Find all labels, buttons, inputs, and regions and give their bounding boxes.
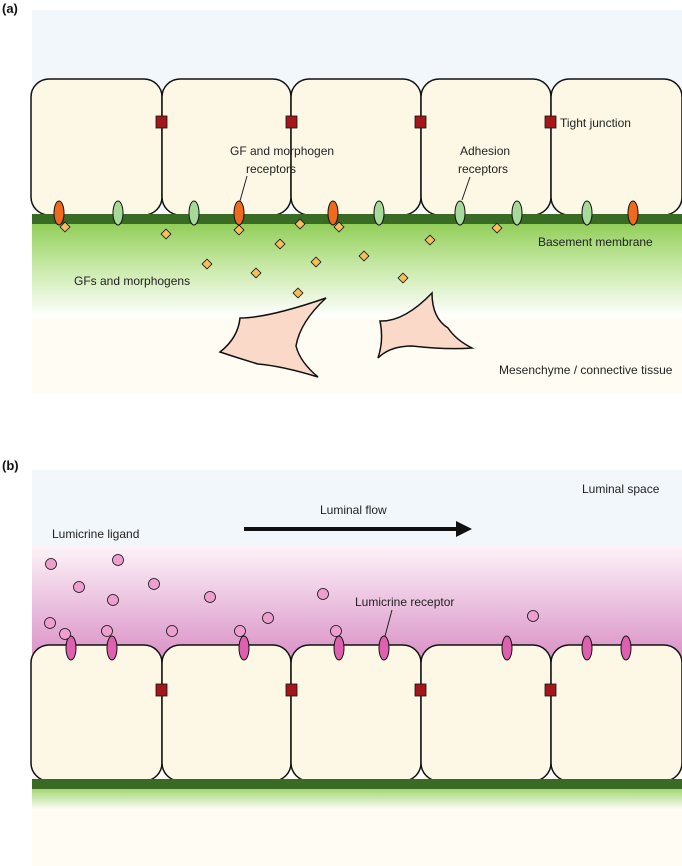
tight-junction xyxy=(544,683,557,697)
adhesion-receptor xyxy=(454,200,466,226)
epithelial-cell xyxy=(30,78,163,216)
lumicrine-ligand xyxy=(148,578,160,590)
mesenchyme-label: Mesenchyme / connective tissue xyxy=(499,363,673,377)
panel-a-gf-diamonds xyxy=(59,218,503,299)
gf-diamond xyxy=(424,234,436,246)
mesenchymal-cell xyxy=(218,297,327,378)
gf-diamond xyxy=(491,222,503,234)
gf-diamond xyxy=(358,250,370,262)
tight-junction xyxy=(285,115,298,129)
lumicrine-ligand xyxy=(44,617,56,629)
lumicrine-ligand xyxy=(262,612,274,624)
adhesion-label-line2: receptors xyxy=(458,162,508,176)
lumicrine-receptor xyxy=(581,635,593,661)
lumicrine-ligand xyxy=(101,625,113,637)
lumicrine-ligand xyxy=(166,625,178,637)
gf-diamond xyxy=(201,258,213,270)
lumicrine-ligand xyxy=(204,591,216,603)
panel-b-basement-membrane xyxy=(32,779,682,789)
lumicrine-receptor xyxy=(620,635,632,661)
lumicrine-ligand xyxy=(107,594,119,606)
gf-diamond xyxy=(160,228,172,240)
gf-receptor xyxy=(233,200,245,226)
lumicrine-receptor xyxy=(378,635,390,661)
adhesion-receptor xyxy=(373,200,385,226)
lumicrine-ligand xyxy=(317,588,329,600)
adhesion-receptor xyxy=(188,200,200,226)
epithelial-cell xyxy=(550,78,682,216)
lumicrine-ligand xyxy=(73,581,85,593)
adhesion-receptor xyxy=(511,200,523,226)
tight-junction xyxy=(285,683,298,697)
gf-receptors-label-line1: GF and morphogen xyxy=(230,144,334,158)
gf-receptor xyxy=(327,200,339,226)
tight-junction-label: Tight junction xyxy=(560,116,631,130)
panel-b-tight-junctions xyxy=(155,683,557,697)
lumicrine-receptor xyxy=(501,635,513,661)
lumicrine-ligand xyxy=(330,625,342,637)
epithelial-cell xyxy=(290,644,422,782)
lumicrine-receptor xyxy=(333,635,345,661)
adhesion-receptor xyxy=(581,200,593,226)
adhesion-receptor xyxy=(112,200,124,226)
lumicrine-receptor-leader-line xyxy=(384,609,393,637)
tight-junction xyxy=(155,683,168,697)
gf-diamond xyxy=(250,267,262,279)
panel-b-lumicrine-receptors xyxy=(65,635,632,661)
epithelial-cell xyxy=(550,644,682,782)
gf-diamond xyxy=(233,224,245,236)
gf-diamond xyxy=(292,287,304,299)
gf-receptor-leader-line xyxy=(239,175,248,202)
panel-b-epithelial-cells xyxy=(30,644,682,782)
panel-a-gradient-zone xyxy=(32,222,682,317)
panel-a-letter: (a) xyxy=(2,1,18,16)
panel-a-receptors xyxy=(53,200,639,226)
lumicrine-receptor xyxy=(238,635,250,661)
gf-diamond xyxy=(274,238,286,250)
lumicrine-ligand xyxy=(59,628,71,640)
panel-a-tight-junctions xyxy=(155,115,557,129)
mesenchymal-cell xyxy=(377,291,475,359)
gf-receptors-label-line2: receptors xyxy=(246,162,296,176)
panel-a-basement-membrane xyxy=(32,214,682,224)
panel-b-letter: (b) xyxy=(2,458,19,473)
gf-diamond xyxy=(310,256,322,268)
gf-diamond xyxy=(333,221,345,233)
gf-diamond xyxy=(397,272,409,284)
lumicrine-receptor-label: Lumicrine receptor xyxy=(355,595,454,609)
tight-junction xyxy=(155,115,168,129)
tight-junction xyxy=(544,115,557,129)
tight-junction xyxy=(414,115,427,129)
lumicrine-ligand xyxy=(234,625,246,637)
gf-receptor xyxy=(627,200,639,226)
epithelial-cell xyxy=(420,644,552,782)
lumicrine-receptor xyxy=(65,635,77,661)
gf-diamond xyxy=(294,218,306,230)
luminal-flow-label: Luminal flow xyxy=(320,503,387,517)
panel-b-basal-gradient xyxy=(32,788,682,810)
panel-a-epithelial-cells xyxy=(30,78,682,216)
epithelial-cell xyxy=(161,644,292,782)
luminal-space-label: Luminal space xyxy=(582,482,660,496)
gfs-morphogens-label: GFs and morphogens xyxy=(74,274,190,288)
epithelial-cell xyxy=(30,644,163,782)
gf-diamond xyxy=(59,221,71,233)
gf-receptor xyxy=(53,200,65,226)
luminal-flow-arrowhead xyxy=(456,521,472,537)
lumicrine-ligand xyxy=(45,558,57,570)
adhesion-label-line1: Adhesion xyxy=(460,144,510,158)
lumicrine-ligand-label: Lumicrine ligand xyxy=(52,527,139,541)
lumicrine-ligand xyxy=(527,610,539,622)
panel-b-lumicrine-ligands xyxy=(44,554,539,640)
tight-junction xyxy=(414,683,427,697)
lumicrine-ligand xyxy=(112,554,124,566)
lumicrine-receptor xyxy=(106,635,118,661)
basement-membrane-label: Basement membrane xyxy=(538,235,653,249)
adhesion-receptor-leader-line xyxy=(461,176,471,201)
